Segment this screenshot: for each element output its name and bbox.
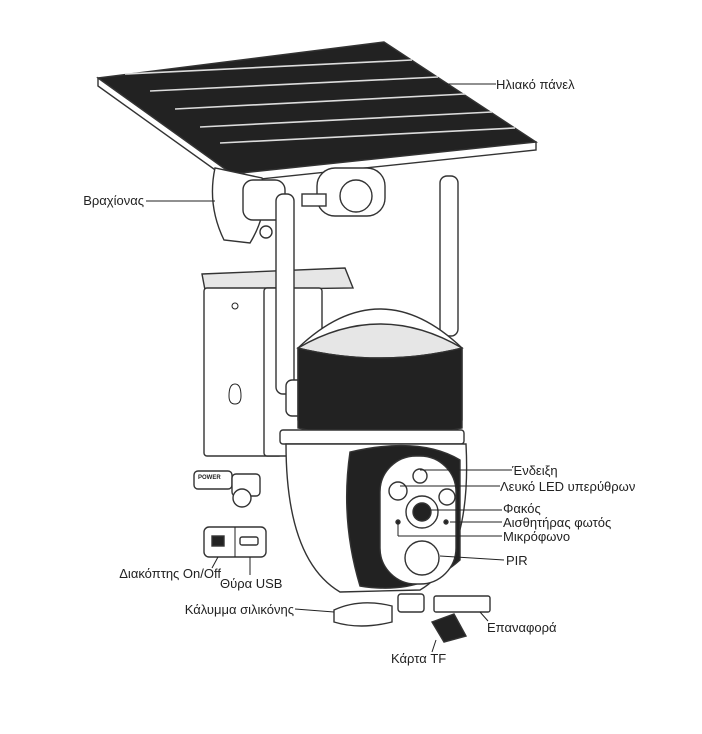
solar-panel bbox=[96, 41, 539, 184]
power-port-inset bbox=[193, 470, 267, 558]
label-reset: Επαναφορά bbox=[487, 620, 557, 635]
label-bracket: Βραχίονας bbox=[83, 193, 144, 208]
label-silicone-cover: Κάλυμμα σιλικόνης bbox=[184, 602, 294, 617]
camera-body bbox=[279, 308, 468, 593]
power-tag: POWER bbox=[198, 475, 221, 481]
mount-bracket bbox=[211, 167, 386, 244]
label-lens: Φακός bbox=[503, 501, 541, 516]
label-white-led-ir: Λευκό LED υπερύθρων bbox=[500, 479, 636, 494]
label-pir: PIR bbox=[506, 553, 528, 568]
label-microphone: Μικρόφωνο bbox=[503, 529, 571, 544]
label-tf-card: Κάρτα TF bbox=[391, 651, 447, 666]
label-light-sensor: Αισθητήρας φωτός bbox=[503, 515, 612, 530]
label-indicator: Ένδειξη bbox=[512, 463, 558, 478]
label-solar-panel: Ηλιακό πάνελ bbox=[496, 77, 575, 92]
leader-lines bbox=[146, 83, 512, 653]
bottom-parts bbox=[333, 593, 491, 643]
label-usb-port: Θύρα USB bbox=[220, 576, 283, 591]
label-power-switch: Διακόπτης On/Off bbox=[119, 566, 221, 581]
